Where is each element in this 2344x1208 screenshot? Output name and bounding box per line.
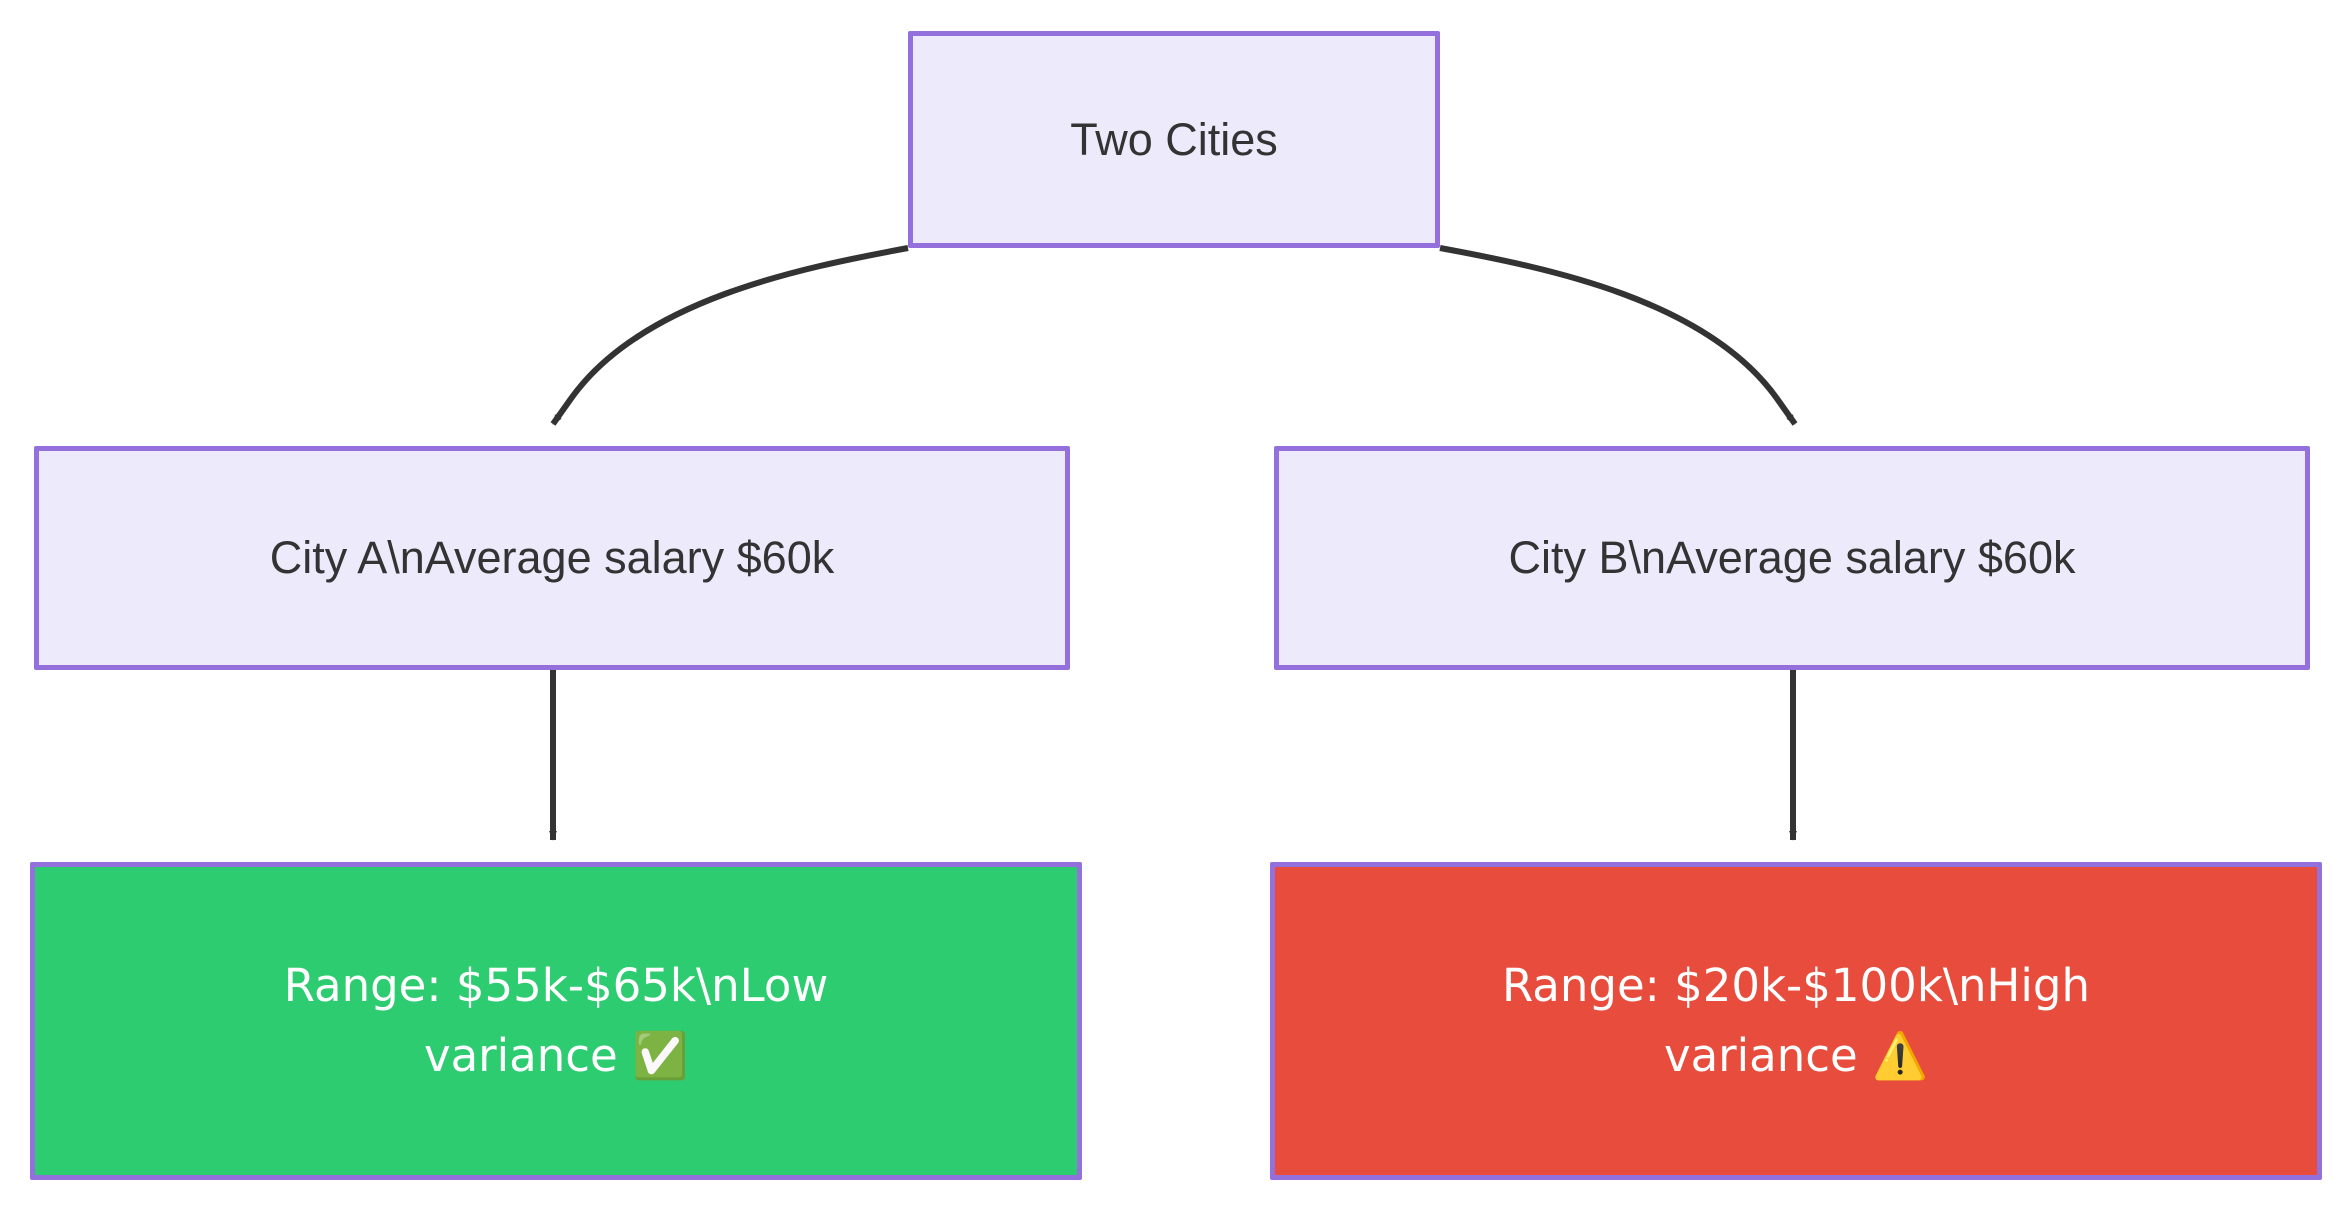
- node-city-b-label: City B\nAverage salary $60k: [1508, 532, 2076, 584]
- node-two-cities[interactable]: Two Cities: [908, 31, 1440, 248]
- node-range-low-variance[interactable]: Range: $55k-$65k\nLow variance ✅: [30, 862, 1082, 1180]
- node-two-cities-label: Two Cities: [1070, 113, 1278, 165]
- node-range-high-variance[interactable]: Range: $20k-$100k\nHigh variance ⚠️: [1270, 862, 2322, 1180]
- node-city-a[interactable]: City A\nAverage salary $60k: [34, 446, 1070, 670]
- edge-root-to-city-b: [1439, 245, 1798, 426]
- edge-root-to-city-a: [550, 245, 909, 426]
- node-city-b[interactable]: City B\nAverage salary $60k: [1274, 446, 2310, 670]
- node-range-low-variance-label: Range: $55k-$65k\nLow variance ✅: [283, 959, 843, 1082]
- node-range-high-variance-label: Range: $20k-$100k\nHigh variance ⚠️: [1502, 959, 2105, 1082]
- node-city-a-label: City A\nAverage salary $60k: [269, 532, 835, 584]
